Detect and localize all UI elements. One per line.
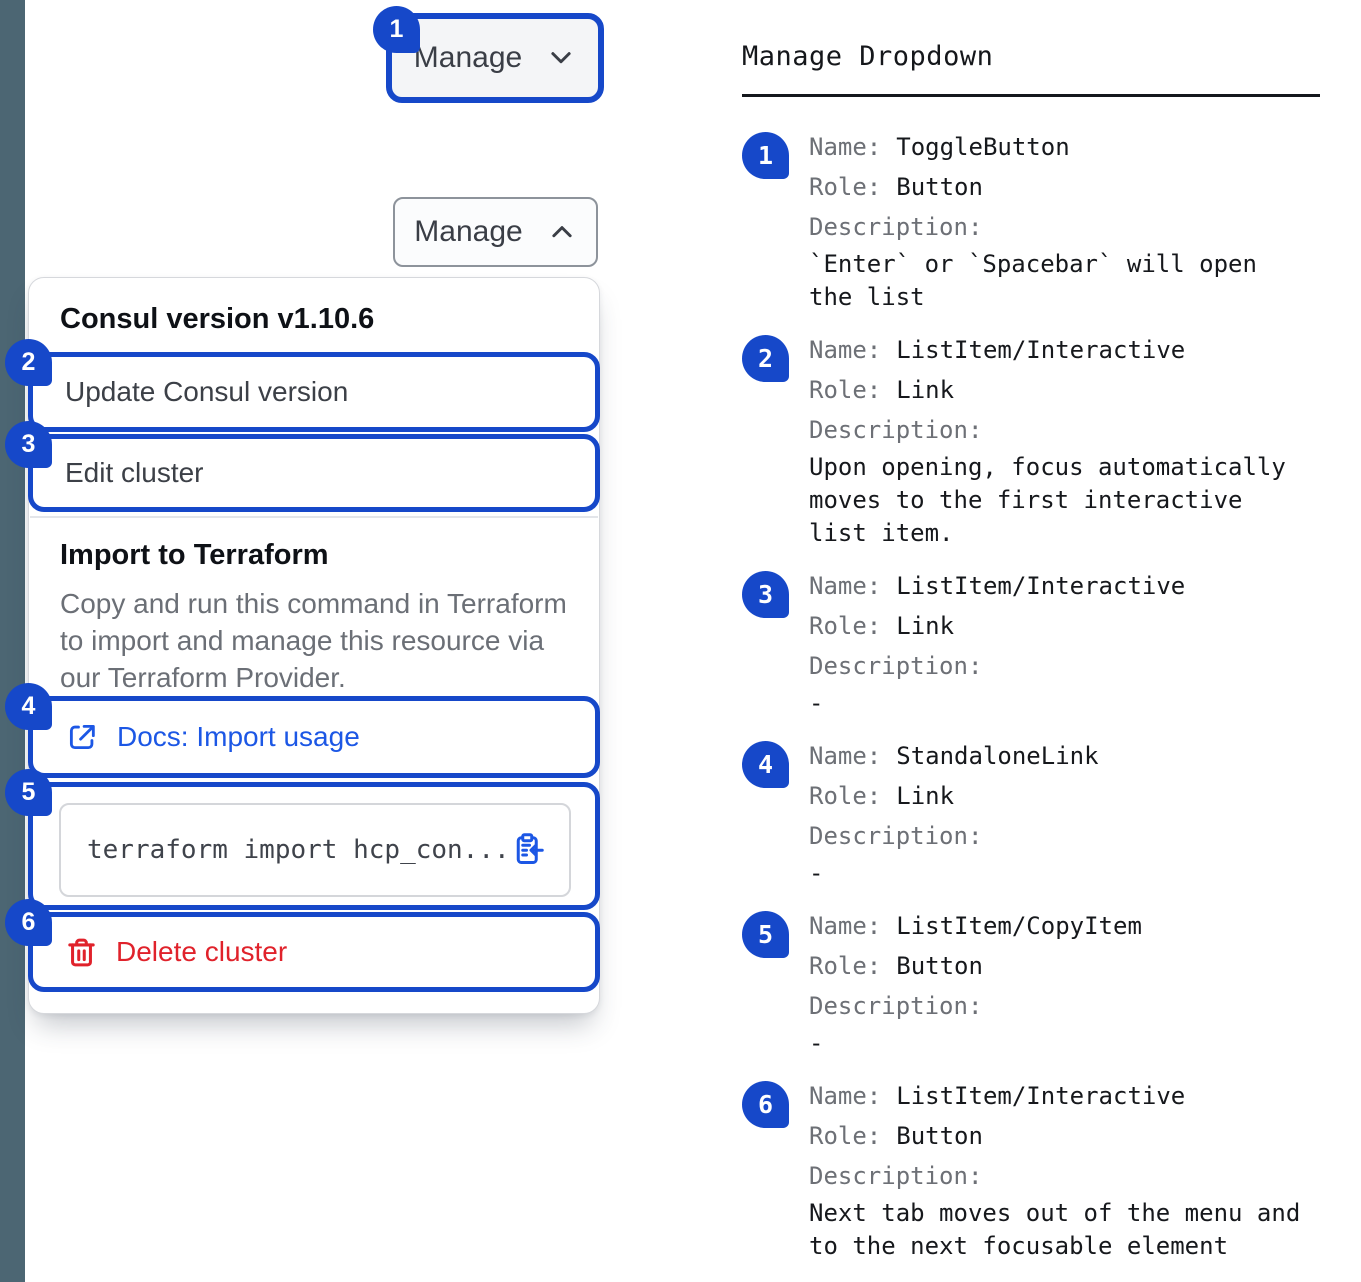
legend-item: 5 Name: ListItem/CopyItem Role: Button Des…	[742, 906, 1320, 1060]
delete-cluster-label: Delete cluster	[116, 936, 288, 967]
legend-item-badge: 5	[742, 911, 789, 958]
description-label: Description:	[809, 416, 983, 444]
legend: Manage Dropdown 1 Name: ToggleButton Role…	[742, 40, 1320, 1279]
component-name: ListItem/CopyItem	[896, 912, 1142, 940]
manage-toggle-label: Manage	[414, 215, 523, 248]
terraform-command-text: terraform import hcp_con...	[87, 835, 510, 865]
component-role: Link	[896, 782, 955, 810]
name-label: Name:	[809, 912, 882, 940]
trash-icon	[68, 938, 95, 966]
legend-title: Manage Dropdown	[742, 41, 994, 72]
external-link-icon	[69, 724, 95, 750]
import-to-terraform-header: Import to Terraform	[60, 539, 329, 571]
name-label: Name:	[809, 742, 882, 770]
role-label: Role:	[809, 782, 882, 810]
legend-item: 3 Name: ListItem/Interactive Role: Link De…	[742, 566, 1320, 720]
component-name: ListItem/Interactive	[896, 572, 1186, 600]
name-label: Name:	[809, 336, 882, 364]
component-description: -	[809, 1029, 824, 1057]
legend-item: 1 Name: ToggleButton Role: Button Descript…	[742, 127, 1320, 314]
annotation-badge-3: 3	[5, 421, 52, 468]
description-label: Description:	[809, 1162, 983, 1190]
name-label: Name:	[809, 133, 882, 161]
chevron-down-icon	[551, 52, 571, 64]
legend-item-badge: 4	[742, 741, 789, 788]
menu-item-copy-command: terraform import hcp_con...	[28, 782, 600, 910]
description-label: Description:	[809, 652, 983, 680]
component-description: -	[809, 859, 824, 887]
menu-divider	[30, 516, 598, 518]
legend-item-badge: 2	[742, 335, 789, 382]
component-role: Link	[896, 612, 955, 640]
role-label: Role:	[809, 612, 882, 640]
component-role: Button	[896, 1122, 983, 1150]
manage-toggle-button-collapsed[interactable]: Manage	[386, 13, 604, 103]
menu-item-delete-cluster[interactable]: Delete cluster	[28, 912, 600, 992]
legend-item-badge: 3	[742, 571, 789, 618]
legend-item-badge: 6	[742, 1081, 789, 1128]
name-label: Name:	[809, 572, 882, 600]
component-description: `Enter` or `Spacebar` will open the list	[809, 250, 1257, 311]
annotation-badge-2: 2	[5, 339, 52, 386]
component-role: Link	[896, 376, 955, 404]
manage-toggle-label: Manage	[413, 41, 523, 74]
name-label: Name:	[809, 1082, 882, 1110]
menu-item-label: Update Consul version	[65, 376, 349, 407]
legend-list: 1 Name: ToggleButton Role: Button Descript…	[742, 127, 1320, 1263]
menu-item-update-consul-version[interactable]: Update Consul version	[28, 352, 600, 432]
legend-item: 4 Name: StandaloneLink Role: Link Descript…	[742, 736, 1320, 890]
clipboard-copy-icon	[516, 832, 544, 864]
description-label: Description:	[809, 992, 983, 1020]
component-description: Next tab moves out of the menu and to th…	[809, 1199, 1301, 1260]
menu-item-edit-cluster[interactable]: Edit cluster	[28, 434, 600, 512]
consul-version-header: Consul version v1.10.6	[60, 303, 375, 335]
role-label: Role:	[809, 952, 882, 980]
description-label: Description:	[809, 213, 983, 241]
legend-item: 6 Name:ListItem/Interactive Role:Button …	[742, 1076, 1320, 1263]
component-name: StandaloneLink	[896, 742, 1099, 770]
component-description: Upon opening, focus automatically moves …	[809, 453, 1286, 547]
menu-item-label: Edit cluster	[65, 457, 204, 488]
chevron-up-icon	[552, 226, 572, 238]
component-name: ListItem/Interactive	[896, 1082, 1186, 1110]
component-name: ToggleButton	[896, 133, 1070, 161]
annotation-badge-4: 4	[5, 683, 52, 730]
role-label: Role:	[809, 1122, 882, 1150]
legend-item-badge: 1	[742, 132, 789, 179]
role-label: Role:	[809, 173, 882, 201]
annotation-badge-6: 6	[5, 899, 52, 946]
terraform-command-field[interactable]: terraform import hcp_con...	[59, 803, 571, 897]
component-description: -	[809, 689, 824, 717]
component-role: Button	[896, 952, 983, 980]
import-description: Copy and run this command in Terraform t…	[60, 588, 567, 693]
component-role: Button	[896, 173, 983, 201]
legend-item: 2 Name: ListItem/Interactive Role: Link De…	[742, 330, 1320, 550]
menu-item-docs-import-usage[interactable]: Docs: Import usage	[28, 696, 600, 778]
annotation-badge-5: 5	[5, 769, 52, 816]
role-label: Role:	[809, 376, 882, 404]
copy-command-button[interactable]	[510, 831, 546, 870]
docs-link-label: Docs: Import usage	[117, 721, 360, 752]
decorative-sidebar-strip	[0, 0, 25, 1282]
manage-toggle-button-expanded[interactable]: Manage	[393, 197, 598, 267]
annotation-badge-1: 1	[373, 6, 420, 53]
component-name: ListItem/Interactive	[896, 336, 1186, 364]
description-label: Description:	[809, 822, 983, 850]
legend-rule	[742, 94, 1320, 97]
